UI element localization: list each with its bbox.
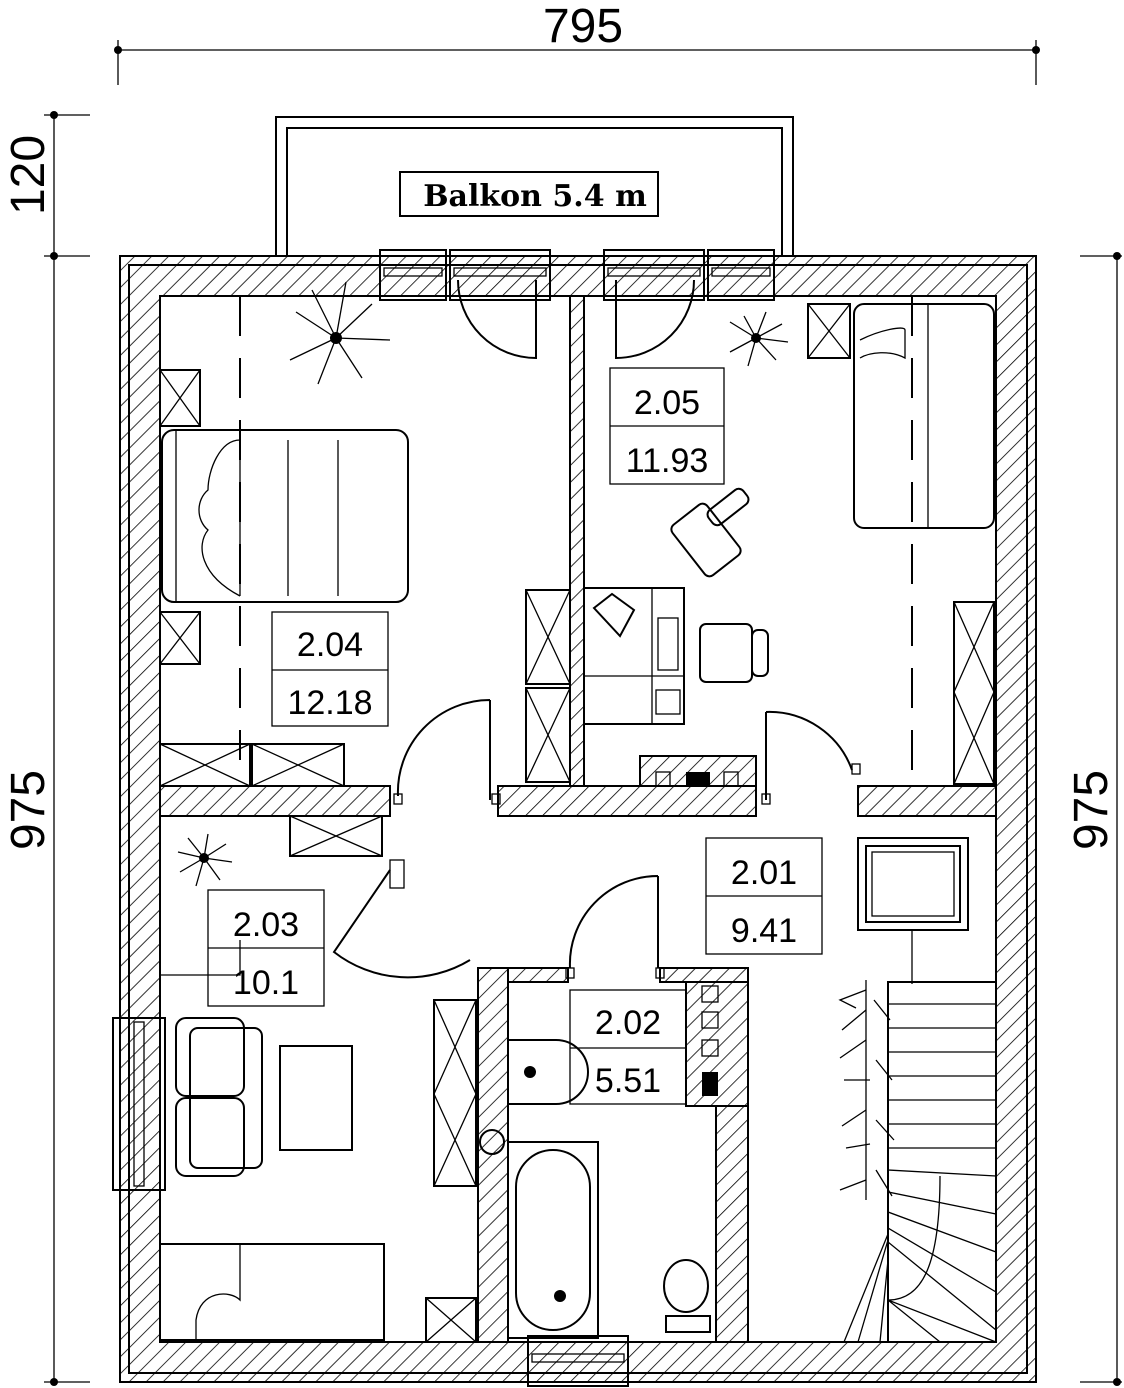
dimension-right-label: 975: [1065, 770, 1118, 850]
room-number: 2.03: [233, 906, 299, 944]
walls: [119, 255, 1037, 1383]
room-label-2.03: 2.03 10.1: [207, 889, 325, 1007]
room-label-2.01: 2.01 9.41: [705, 837, 823, 955]
stairs: [843, 981, 997, 1343]
room-area: 9.41: [731, 912, 797, 950]
balcony: Balkon 5.4 m: [275, 116, 794, 256]
room-area: 5.51: [595, 1062, 661, 1100]
windows: [112, 249, 775, 1387]
plant-icon: [177, 833, 233, 887]
room-number: 2.02: [595, 1004, 661, 1042]
room-area: 12.18: [287, 684, 372, 722]
furniture: [159, 281, 997, 1343]
room-number: 2.01: [731, 854, 797, 892]
balcony-label: Balkon 5.4 m: [423, 179, 647, 214]
room-label-2.05: 2.05 11.93: [609, 367, 725, 485]
doors: [332, 279, 861, 979]
plant-icon: [838, 980, 895, 1200]
chair-icon: [670, 487, 750, 578]
room-number: 2.04: [297, 626, 363, 664]
dimension-left-label: 975: [2, 770, 55, 850]
room-label-2.04: 2.04 12.18: [271, 611, 389, 727]
dimension-top: 795: [114, 0, 1040, 85]
room-area: 11.93: [626, 442, 709, 480]
dimension-right: 975: [1065, 252, 1122, 1386]
room-area: 10.1: [233, 964, 299, 1002]
chair-icon: [699, 623, 769, 683]
plant-icon: [729, 311, 789, 367]
room-number: 2.05: [634, 384, 700, 422]
room-label-2.02: 2.02 5.51: [569, 989, 687, 1105]
dimension-left: 120 975: [2, 111, 90, 1386]
dimension-balcony-label: 120: [2, 135, 55, 215]
dimension-width-label: 795: [543, 0, 623, 53]
plant-icon: [289, 281, 391, 385]
